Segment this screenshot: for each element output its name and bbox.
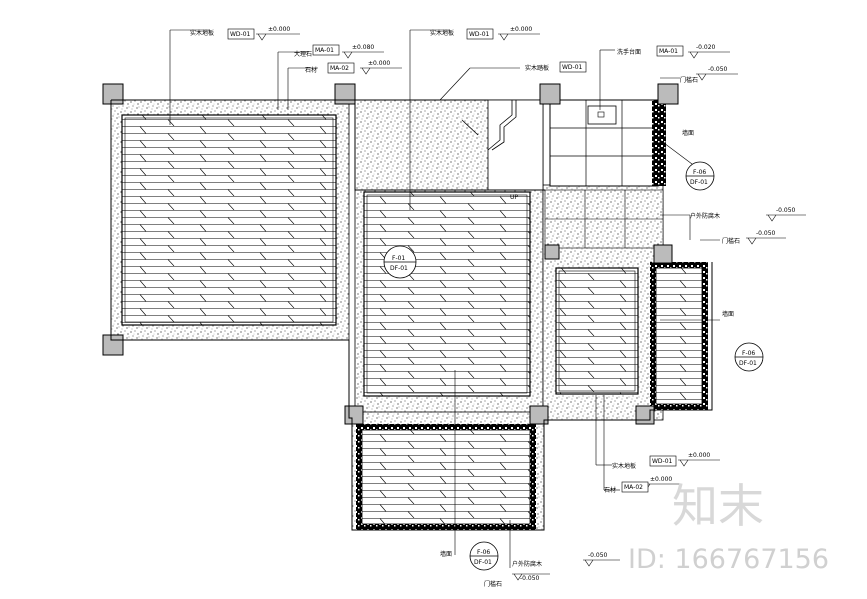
label-wall-3: 墙面	[440, 550, 452, 558]
elev-9: ±0.000	[688, 452, 710, 459]
code-ma02-2: MA-02	[624, 484, 643, 491]
code-ma02-1: MA-02	[330, 65, 349, 72]
elev-7: -0.050	[776, 207, 796, 214]
code-wd01-3: WD-01	[562, 64, 583, 71]
text-labels: 实木地板 WD-01 ±0.000 大理石 MA-01 ±0.080 石材 MA…	[190, 26, 796, 588]
wood-floor-rooms	[121, 114, 708, 530]
label-wash-basin: 洗手台面	[617, 48, 641, 56]
elev-11: -0.050	[588, 552, 608, 559]
up-mark: UP	[510, 194, 518, 201]
label-threshold-2: 门槛石	[722, 237, 740, 245]
detail-d-bottom: DF-01	[474, 559, 492, 566]
bathroom	[549, 99, 666, 187]
elev-1: ±0.000	[268, 26, 290, 33]
elev-5: -0.020	[696, 44, 716, 51]
code-ma01-1: MA-01	[315, 47, 334, 54]
elev-12: -0.050	[520, 575, 540, 582]
watermark-id: ID: 166767156	[628, 544, 829, 575]
elev-10: ±0.000	[650, 476, 672, 483]
label-stone: 石材	[305, 66, 317, 74]
code-ma01-2: MA-01	[659, 48, 678, 55]
code-wd01-2: WD-01	[469, 31, 490, 38]
detail-marks	[383, 161, 764, 571]
label-threshold-3: 门槛石	[484, 580, 502, 588]
label-solid-wood-floor-3: 实木地板	[612, 462, 636, 470]
detail-d-top: F-06	[477, 549, 490, 556]
label-solid-wood-floor-1: 实木地板	[190, 29, 214, 37]
label-stair-floor: 实木踏板	[525, 64, 549, 72]
label-marble: 大理石	[294, 50, 312, 58]
detail-a-bottom: DF-01	[390, 265, 408, 272]
elevation-marks	[256, 33, 806, 581]
elev-3: ±0.000	[368, 60, 390, 67]
columns	[102, 83, 679, 425]
watermark-logo: 知末	[672, 479, 764, 533]
tile-zone	[544, 189, 664, 249]
detail-b-bottom: DF-01	[690, 179, 708, 186]
elev-8: -0.050	[756, 230, 776, 237]
code-wd01-1: WD-01	[230, 31, 251, 38]
detail-b-top: F-06	[693, 169, 706, 176]
label-wall-2: 墙面	[722, 310, 734, 318]
leader-lines	[169, 29, 720, 568]
elev-4: ±0.000	[510, 26, 532, 33]
watermark: 知末 ID: 166767156	[628, 479, 829, 575]
detail-a-top: F-01	[392, 255, 405, 262]
label-threshold: 门槛石	[680, 76, 698, 84]
stair-area	[461, 99, 544, 191]
code-boxes	[227, 28, 684, 493]
code-wd01-4: WD-01	[652, 458, 673, 465]
label-balcony: 户外防腐木	[690, 212, 720, 220]
detail-c-bottom: DF-01	[739, 360, 757, 367]
elev-2: ±0.080	[352, 44, 374, 51]
elev-6: -0.050	[708, 66, 728, 73]
label-wall-1: 墙面	[682, 129, 694, 137]
detail-c-top: F-06	[742, 350, 755, 357]
label-balcony-2: 户外防腐木	[512, 560, 542, 568]
walls	[110, 99, 713, 531]
label-stone-2: 石材	[604, 486, 616, 494]
label-solid-wood-floor-2: 实木地板	[430, 29, 454, 37]
